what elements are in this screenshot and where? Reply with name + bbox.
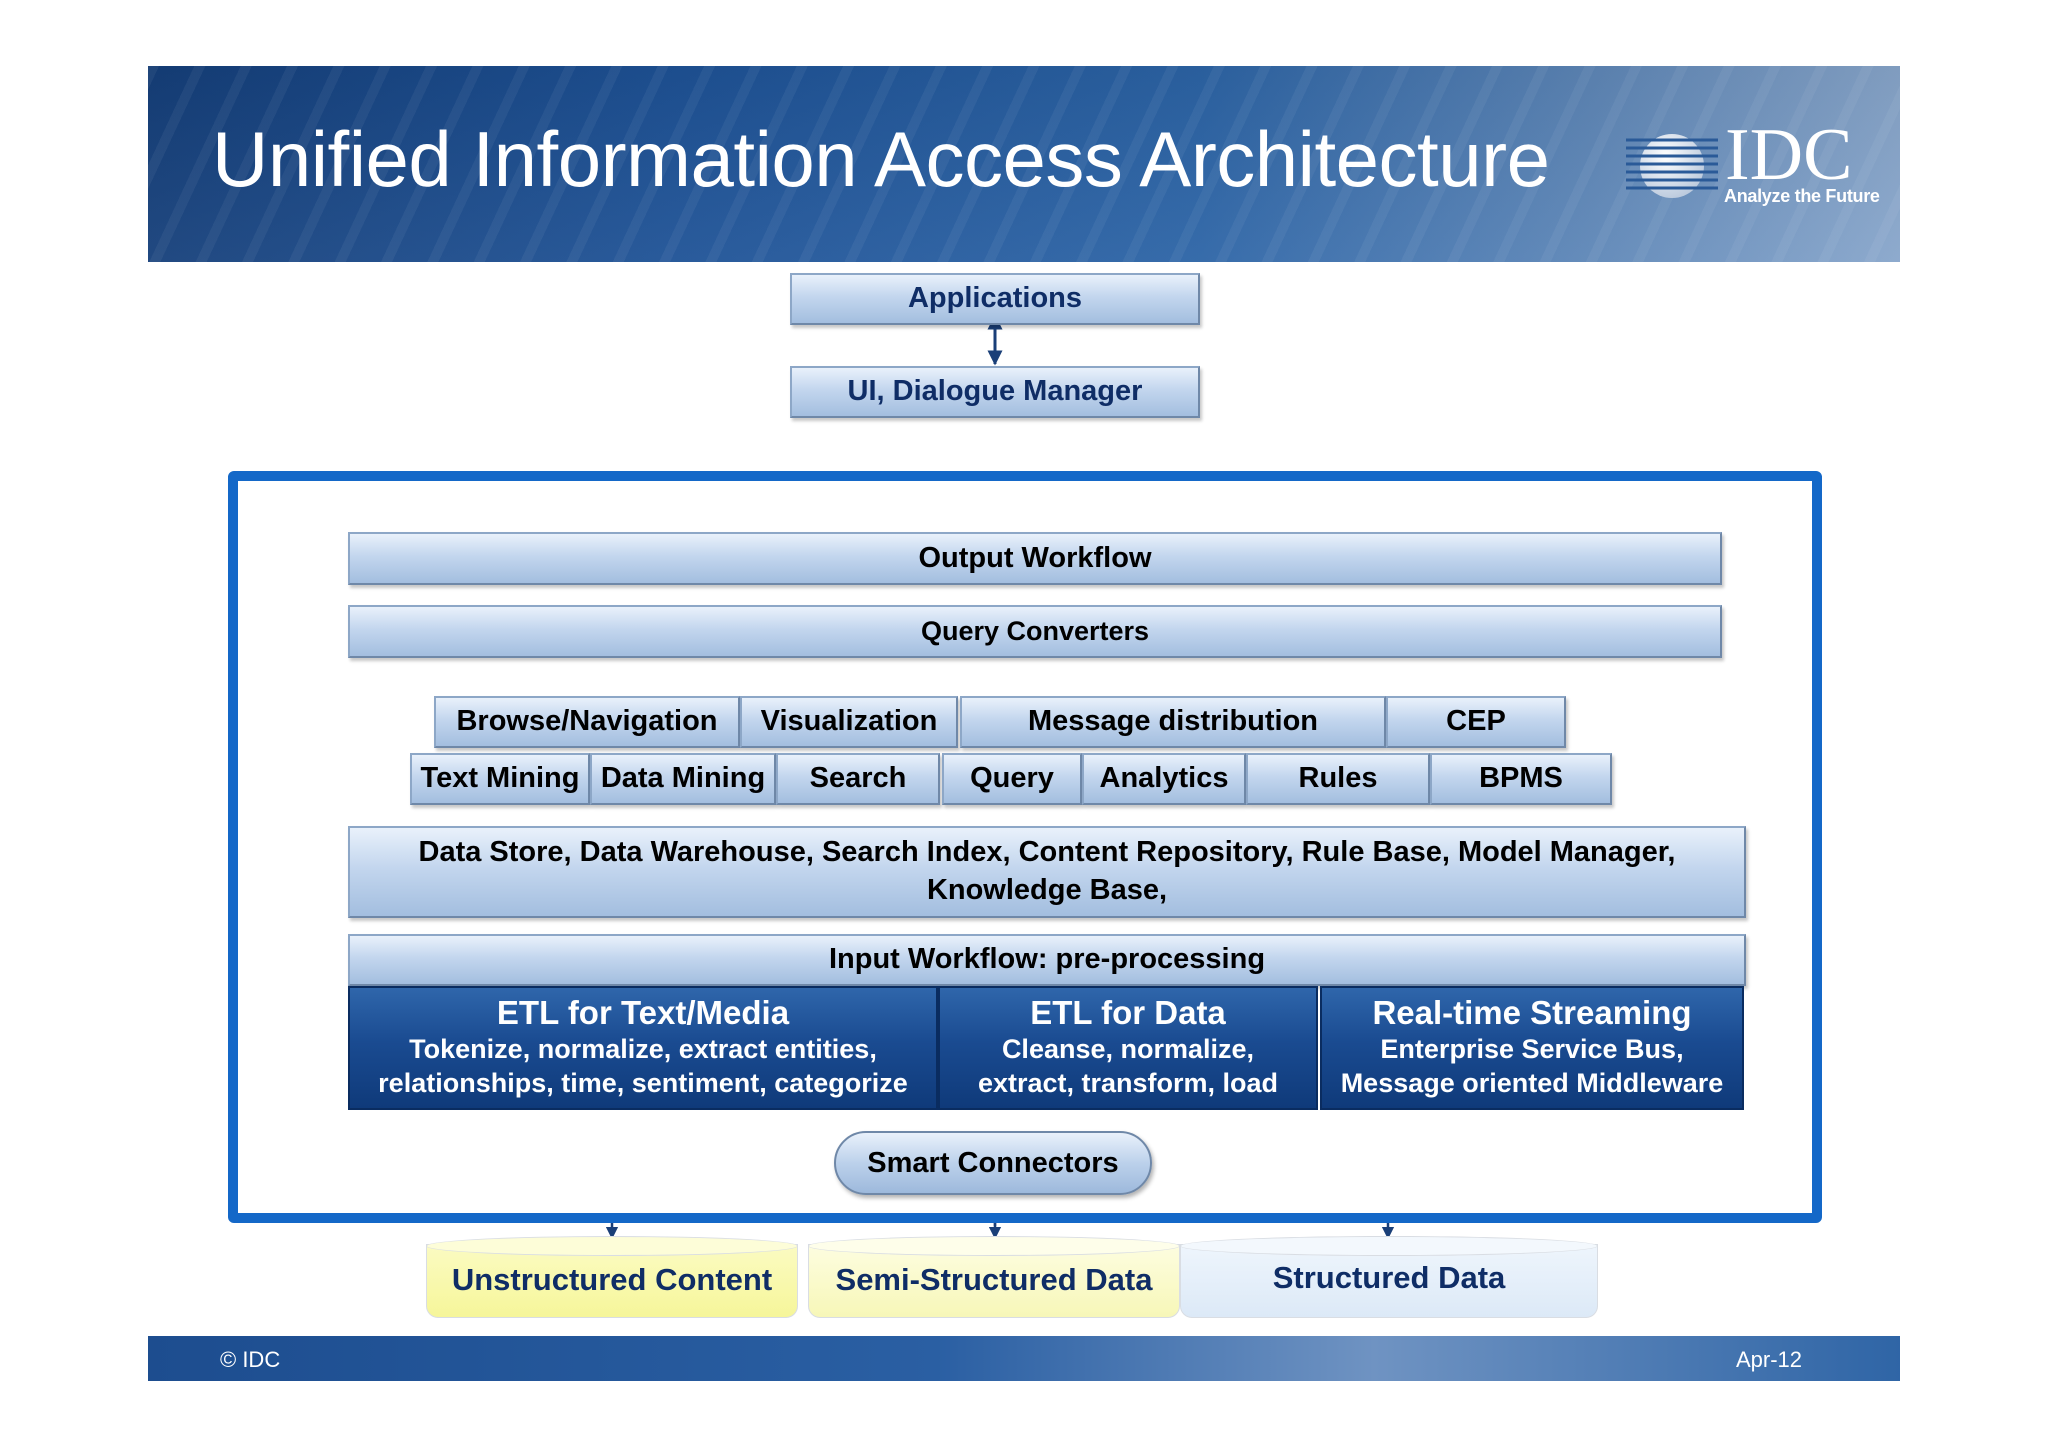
idc-globe-icon — [1626, 134, 1718, 198]
semi-structured-data-label: Semi-Structured Data — [835, 1262, 1153, 1297]
idc-tagline: Analyze the Future — [1724, 186, 1880, 206]
etl-data-line1: Cleanse, normalize, — [1001, 1033, 1255, 1064]
analytics-box: Analytics — [1082, 753, 1246, 805]
semi-structured-data-cylinder: Semi-Structured Data — [808, 1236, 1180, 1318]
data-mining-box: Data Mining — [590, 753, 776, 805]
etl-data-box: ETL for Data Cleanse, normalize, extract… — [938, 986, 1318, 1110]
cep-box: CEP — [1386, 696, 1566, 748]
realtime-streaming-title: Real-time Streaming — [1372, 994, 1692, 1032]
message-distribution-box: Message distribution — [960, 696, 1386, 748]
query-box: Query — [942, 753, 1082, 805]
idc-logo: IDC — [1725, 114, 1853, 196]
structured-data-label: Structured Data — [1272, 1260, 1506, 1295]
etl-text-media-title: ETL for Text/Media — [496, 994, 790, 1032]
visualization-box: Visualization — [740, 696, 958, 748]
structured-data-cylinder: Structured Data — [1180, 1236, 1598, 1318]
search-box: Search — [776, 753, 940, 805]
realtime-streaming-box: Real-time Streaming Enterprise Service B… — [1320, 986, 1744, 1110]
smart-connectors-pill: Smart Connectors — [834, 1131, 1152, 1195]
realtime-streaming-line2: Message oriented Middleware — [1340, 1068, 1724, 1099]
etl-text-media-box: ETL for Text/Media Tokenize, normalize, … — [348, 986, 938, 1110]
output-workflow-box: Output Workflow — [348, 532, 1722, 585]
ui-dialogue-manager-box: UI, Dialogue Manager — [790, 366, 1200, 418]
etl-data-line2: extract, transform, load — [977, 1068, 1279, 1099]
etl-text-media-line2: relationships, time, sentiment, categori… — [378, 1068, 908, 1099]
applications-box: Applications — [790, 273, 1200, 325]
header-band: Unified Information Access Architecture … — [148, 66, 1900, 262]
data-store-box: Data Store, Data Warehouse, Search Index… — [348, 826, 1746, 918]
copyright: © IDC — [220, 1347, 281, 1372]
unstructured-content-label: Unstructured Content — [451, 1262, 773, 1297]
etl-data-title: ETL for Data — [1030, 994, 1226, 1032]
browse-navigation-box: Browse/Navigation — [434, 696, 740, 748]
rules-box: Rules — [1246, 753, 1430, 805]
input-workflow-box: Input Workflow: pre-processing — [348, 934, 1746, 986]
unstructured-content-cylinder: Unstructured Content — [426, 1236, 798, 1318]
query-converters-box: Query Converters — [348, 605, 1722, 658]
text-mining-box: Text Mining — [410, 753, 590, 805]
realtime-streaming-line1: Enterprise Service Bus, — [1380, 1033, 1684, 1064]
bpms-box: BPMS — [1430, 753, 1612, 805]
slide-title: Unified Information Access Architecture — [212, 115, 1550, 203]
slide: Unified Information Access Architecture … — [148, 66, 1900, 1381]
date-label: Apr-12 — [1735, 1347, 1802, 1372]
footer-band: © IDC Apr-12 — [148, 1336, 1900, 1381]
etl-text-media-line1: Tokenize, normalize, extract entities, — [409, 1033, 877, 1064]
